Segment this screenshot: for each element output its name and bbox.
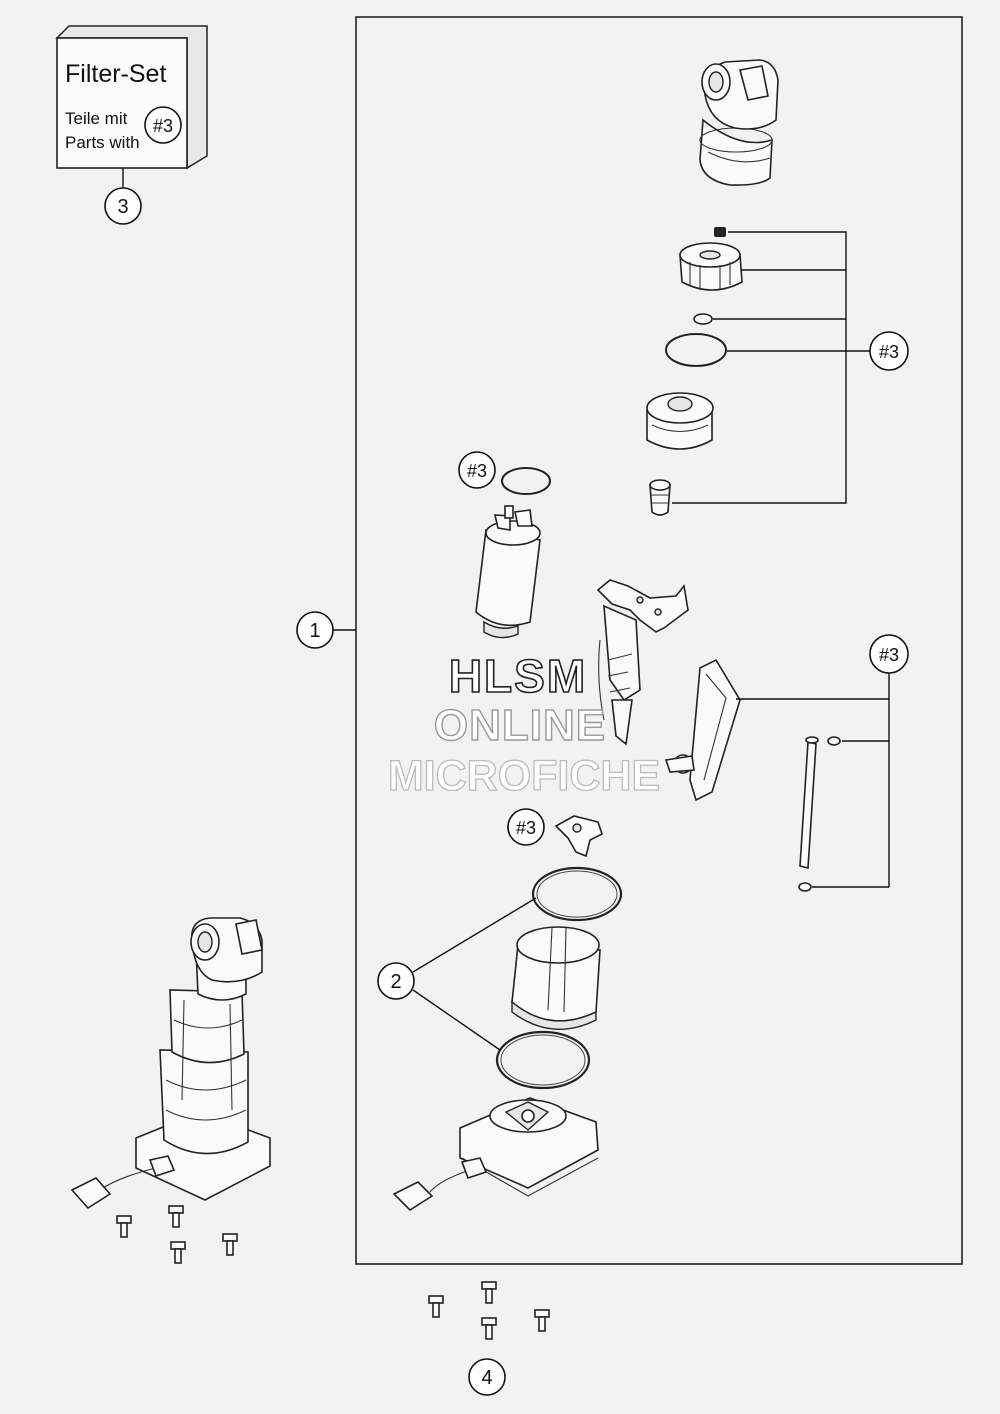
fuel-filter[interactable]: [679, 242, 743, 291]
lower-seal-ring[interactable]: [495, 1030, 591, 1090]
retaining-clip[interactable]: [554, 815, 603, 858]
callout-3[interactable]: 3: [104, 187, 142, 225]
callout-1[interactable]: 1: [296, 611, 334, 649]
callout-filter-tag-b[interactable]: #3: [458, 451, 496, 489]
fuel-level-sender[interactable]: [596, 579, 689, 746]
svg-text:1: 1: [309, 620, 320, 642]
watermark-line3: MICROFICHE: [388, 752, 660, 800]
callout-filter-tag-d[interactable]: #3: [507, 808, 545, 846]
filter-o-ring[interactable]: [665, 333, 727, 367]
filter-set-line1: Teile mit: [65, 109, 128, 128]
flange-bolt-set[interactable]: [428, 1281, 550, 1340]
filter-small-plug[interactable]: [714, 227, 726, 237]
pump-o-ring[interactable]: [501, 467, 551, 495]
float-rod[interactable]: [799, 736, 819, 870]
assembly-frame: [355, 16, 963, 1265]
rod-o-ring-bottom[interactable]: [798, 882, 812, 892]
wiring-connector[interactable]: [392, 1157, 488, 1212]
pump-sleeve[interactable]: [511, 926, 601, 1030]
filter-set-line2: Parts with: [65, 133, 140, 152]
svg-text:2: 2: [390, 971, 401, 993]
assembled-unit-bolts[interactable]: [116, 1205, 238, 1264]
leader-filter-group: [672, 231, 870, 504]
pump-housing-cap[interactable]: [699, 59, 779, 186]
callout-2[interactable]: 2: [377, 962, 415, 1000]
pressure-regulator-housing[interactable]: [646, 392, 714, 450]
callout-4[interactable]: 4: [468, 1358, 506, 1396]
pump-flange[interactable]: [459, 1097, 599, 1197]
filter-set-title: Filter-Set: [65, 60, 166, 88]
watermark-line2: ONLINE: [434, 701, 606, 750]
filter-set-box[interactable]: Filter-Set Teile mit Parts with #3: [55, 25, 208, 170]
fuel-pump[interactable]: [475, 505, 541, 639]
filter-end-plug[interactable]: [649, 479, 671, 516]
filter-set-tag: #3: [153, 116, 173, 136]
small-o-ring[interactable]: [693, 313, 713, 325]
assembled-fuel-pump-unit[interactable]: [70, 917, 271, 1210]
svg-text:3: 3: [117, 196, 128, 218]
svg-text:4: 4: [481, 1367, 492, 1389]
watermark: HLSM ONLINE MICROFICHE: [387, 649, 661, 800]
callout-filter-tag-c[interactable]: #3: [869, 634, 909, 674]
upper-seal-ring[interactable]: [531, 866, 623, 922]
svg-text:#3: #3: [879, 645, 899, 665]
level-float[interactable]: [664, 658, 741, 802]
svg-text:#3: #3: [879, 342, 899, 362]
watermark-line1: HLSM: [449, 650, 587, 702]
svg-text:#3: #3: [467, 461, 487, 481]
svg-text:#3: #3: [516, 818, 536, 838]
leader-float-group: [736, 672, 890, 888]
leader-seal-set: [412, 897, 537, 1051]
callout-filter-tag-a[interactable]: #3: [869, 331, 909, 371]
rod-o-ring-top[interactable]: [827, 736, 841, 746]
